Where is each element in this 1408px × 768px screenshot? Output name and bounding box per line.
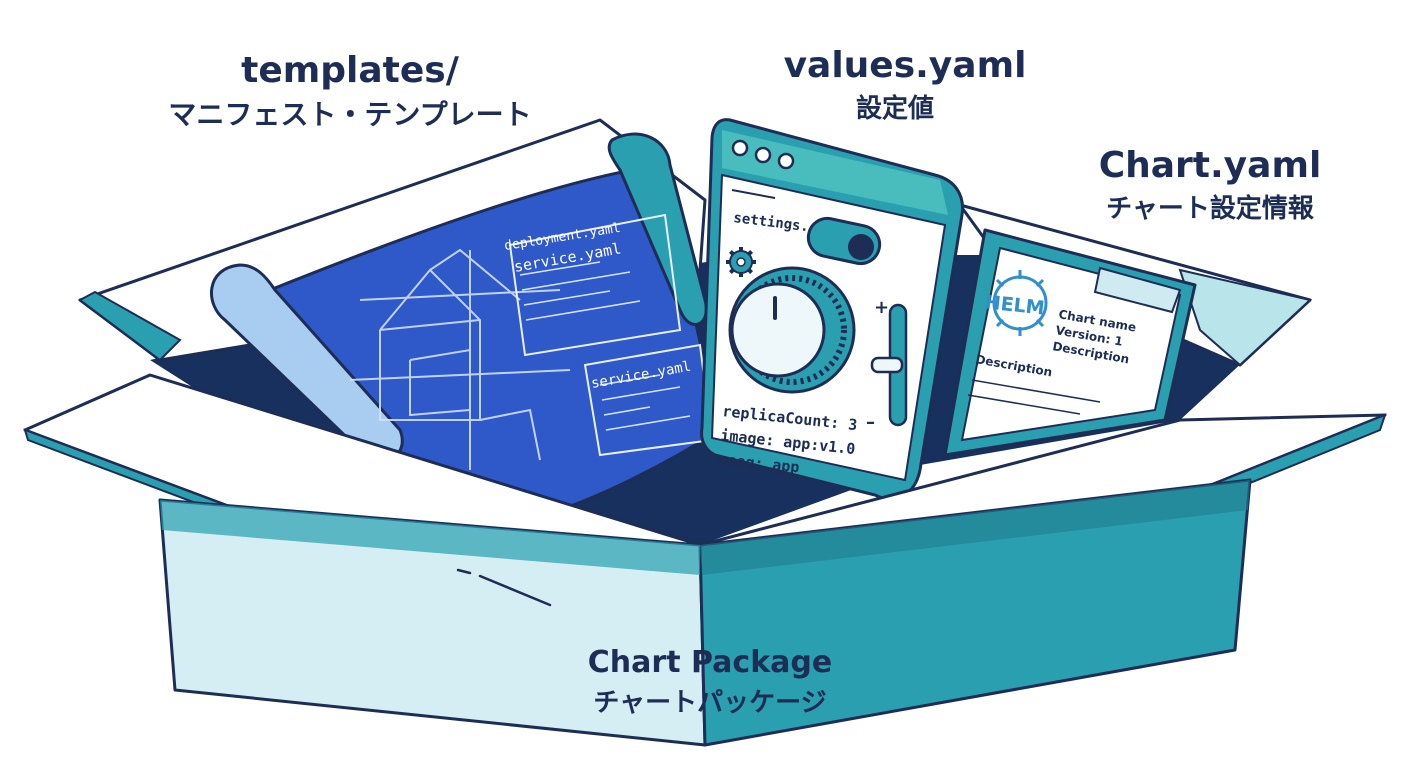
box-back-flap-left-edge (78, 290, 182, 362)
label-values: values.yaml 設定値 (760, 45, 1050, 125)
label-chart-yaml-title: Chart.yaml (1098, 145, 1322, 186)
blueprint-right-roll (607, 132, 708, 326)
gear-icon (726, 247, 756, 277)
values-window: settings. (700, 118, 965, 501)
slider-minus: – (866, 412, 875, 433)
label-values-title: values.yaml (783, 45, 1027, 86)
chart-yaml-card: HELM Chart name Version: 1 Description D… (943, 228, 1197, 457)
label-package-subtitle: チャートパッケージ (593, 688, 827, 718)
box-back-flap-right-edge (1178, 268, 1313, 367)
label-chart-yaml: Chart.yaml チャート設定情報 (1060, 145, 1360, 225)
label-package: Chart Package チャートパッケージ (560, 645, 860, 719)
label-package-title: Chart Package (587, 645, 833, 680)
slider-plus: + (874, 297, 889, 318)
label-templates: templates/ マニフェスト・テンプレート (150, 50, 550, 133)
knob-icon (728, 266, 856, 394)
slider-icon (870, 303, 908, 427)
label-templates-title: templates/ (241, 50, 459, 91)
blueprint-sheet: deployment.yaml service.yaml service.yam… (210, 132, 722, 522)
label-chart-yaml-subtitle: チャート設定情報 (1106, 194, 1314, 224)
label-templates-subtitle: マニフェスト・テンプレート (168, 98, 532, 131)
label-values-subtitle: 設定値 (855, 94, 934, 124)
toggle-icon (806, 216, 882, 266)
